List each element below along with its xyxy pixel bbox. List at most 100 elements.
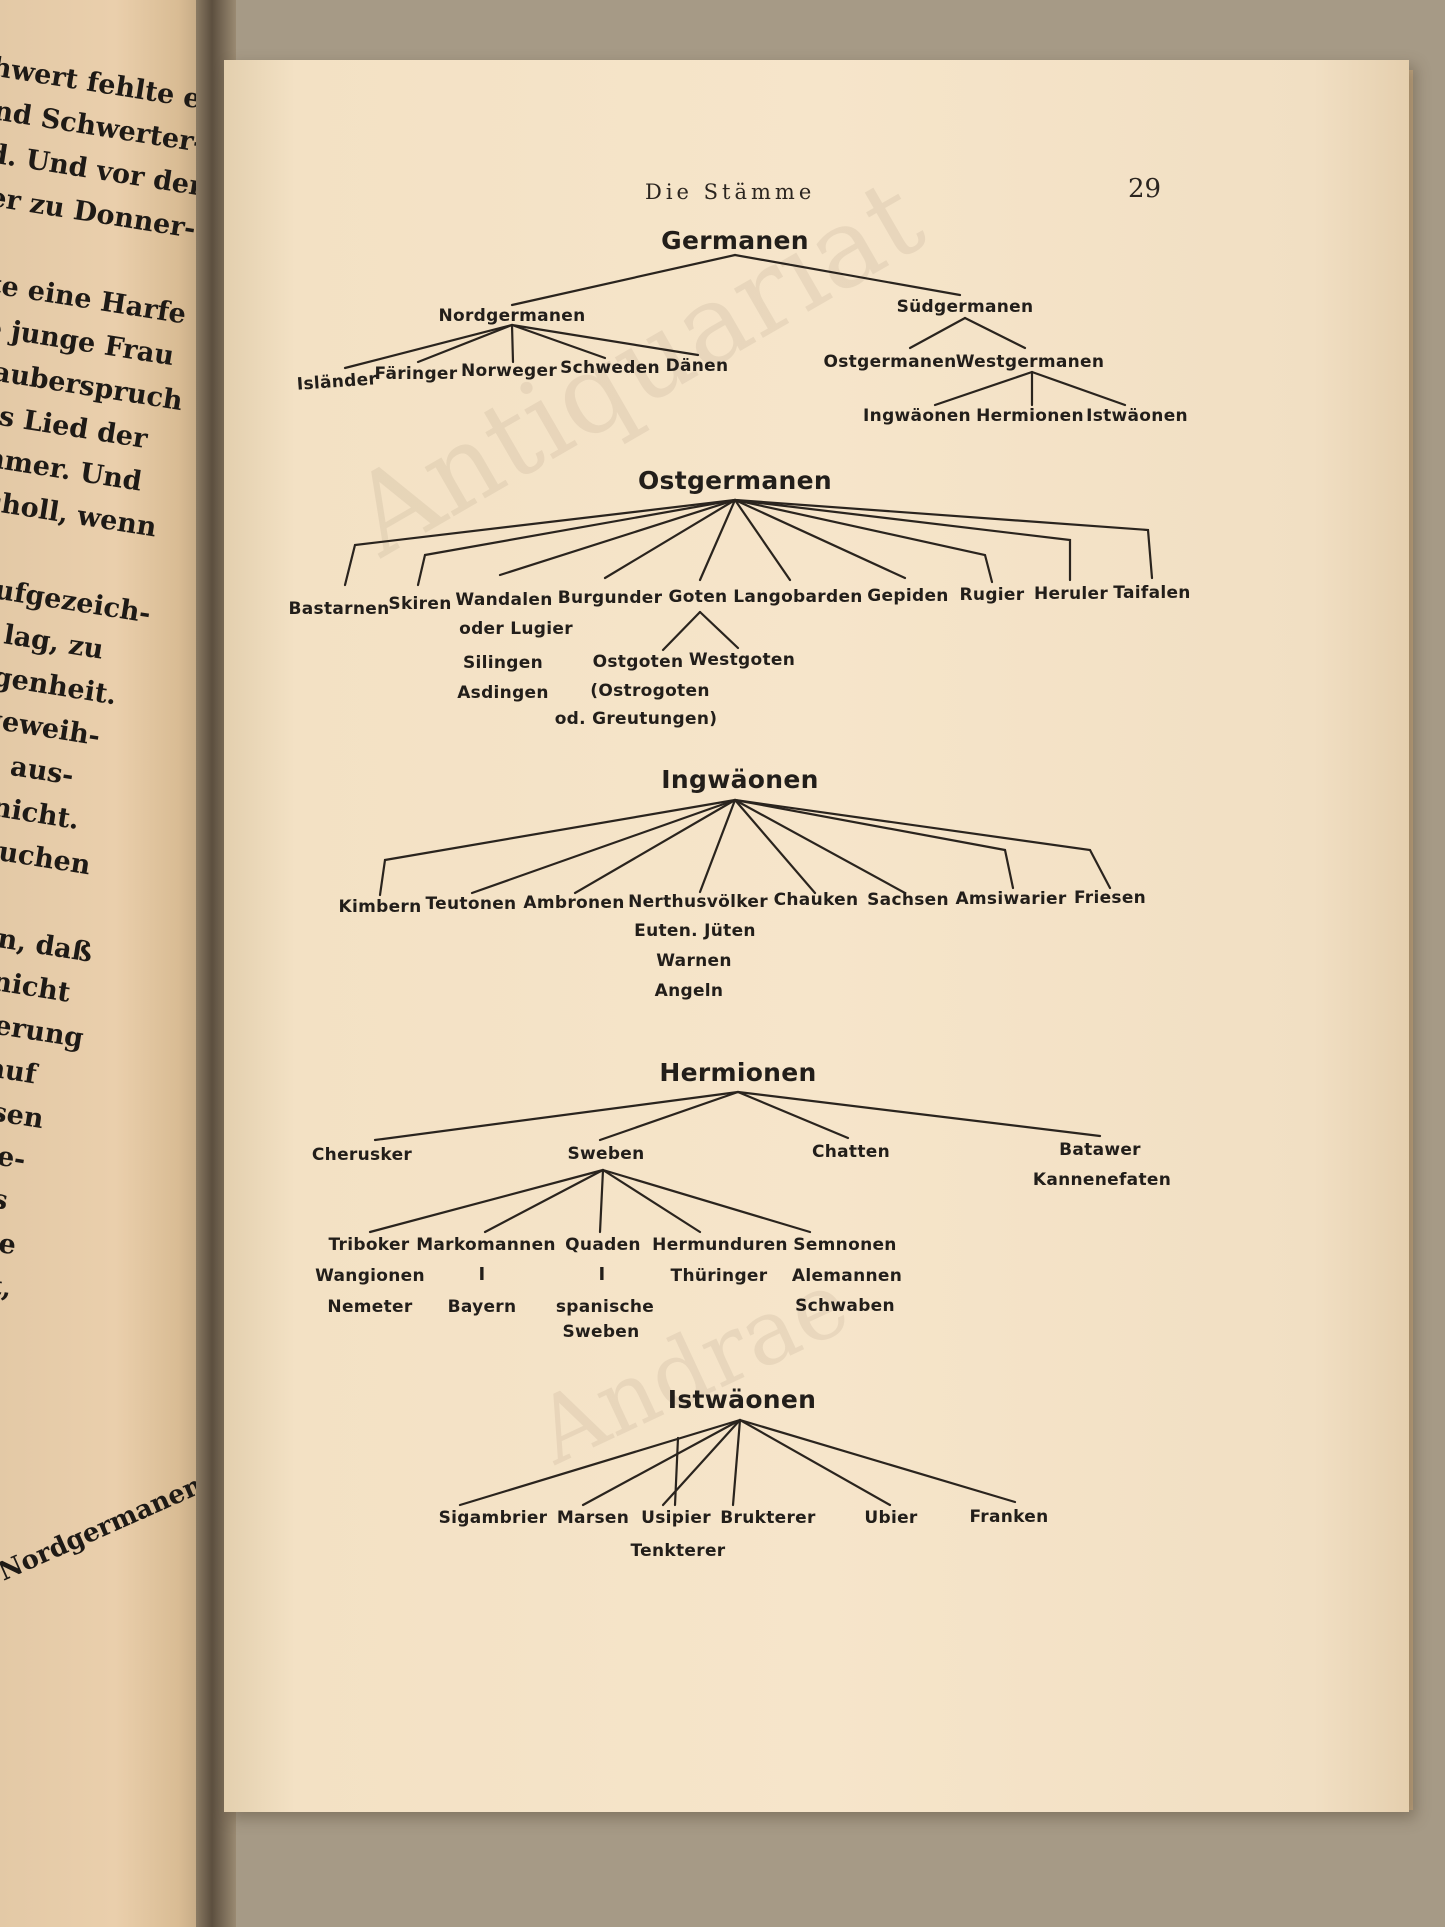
edge-west-ingwaeonen [933, 370, 1034, 407]
edge-herm-cherusker [373, 1090, 740, 1142]
node-taifalen: Taifalen [1113, 583, 1191, 603]
edge-ist-sigambrier [458, 1418, 742, 1507]
edge-ost-heruler [733, 498, 1072, 582]
lineage-mark-quaden: I [598, 1264, 606, 1285]
node-thueringer: Thüringer [670, 1266, 768, 1286]
edge-ing-chauken [733, 798, 817, 895]
left-page: Schwert fehlte esz und Schwerter-Lied. U… [0, 0, 210, 1927]
node-nerthus-sub-3: Angeln [654, 981, 724, 1001]
edge-ist-franken [738, 1418, 1017, 1504]
node-ostgoten: Ostgoten [592, 652, 684, 672]
node-usipier: Usipier [641, 1508, 711, 1528]
node-ostgoten-sub-1: (Ostrogoten [590, 681, 710, 701]
node-kannenefaten: Kannenefaten [1032, 1170, 1172, 1190]
node-bayern: Bayern [447, 1297, 517, 1317]
edge-ost-burgunder [603, 498, 737, 580]
edge-ost-rugier [733, 498, 994, 584]
node-hermionen: Hermionen [659, 1058, 817, 1087]
node-tenkterer: Tenkterer [630, 1541, 726, 1561]
node-norweger: Norweger [460, 361, 558, 381]
edge-herm-sweben [598, 1090, 740, 1142]
node-bastarnen: Bastarnen [288, 599, 390, 619]
node-brukterer: Brukterer [720, 1508, 816, 1528]
edge-germanen-sued [733, 253, 962, 297]
node-hermionen-small: Hermionen [976, 406, 1084, 426]
edge-ost-skiren [416, 498, 737, 587]
node-skiren: Skiren [388, 594, 452, 614]
node-chatten: Chatten [811, 1142, 891, 1162]
edge-ist-brukterer [731, 1418, 742, 1507]
right-page [224, 60, 1409, 1812]
node-batawer: Batawer [1059, 1140, 1141, 1160]
node-langobarden: Langobarden [733, 587, 863, 607]
node-sweben: Sweben [567, 1144, 645, 1164]
node-wandalen-sub-2: Silingen [462, 653, 544, 673]
node-westgoten: Westgoten [688, 650, 796, 670]
node-nerthus-sub-1: Euten. Jüten [634, 921, 756, 941]
edge-ost-taifalen [733, 498, 1154, 580]
edge-germanen-nord [510, 253, 737, 307]
node-friesen: Friesen [1073, 888, 1147, 908]
node-gepiden: Gepiden [867, 586, 949, 606]
edge-ing-ambronen [573, 798, 737, 895]
edge-ist-marsen [581, 1418, 742, 1507]
node-burgunder: Burgunder [557, 588, 663, 608]
edge-ist-ubier [738, 1418, 892, 1507]
node-ambronen: Ambronen [523, 893, 625, 913]
node-ostgermanen: Ostgermanen [637, 466, 833, 495]
node-sigambrier: Sigambrier [438, 1508, 548, 1528]
node-semnonen: Semnonen [793, 1235, 897, 1255]
edge-ost-wandalen [498, 498, 737, 577]
edge-ost-bastarnen [343, 498, 737, 587]
node-sweben-sub: Sweben [562, 1322, 640, 1342]
node-quaden: Quaden [565, 1235, 641, 1255]
node-amsiwarier: Amsiwarier [955, 889, 1067, 909]
node-germanen: Germanen [661, 226, 809, 255]
node-nerthus-sub-2: Warnen [656, 951, 732, 971]
edge-nord-islaender [343, 323, 514, 370]
edge-herm-chatten [736, 1090, 850, 1140]
edge-goten-ostgoten [661, 610, 702, 652]
edge-goten-westgoten [698, 610, 740, 650]
edge-sweben-semnonen [601, 1168, 812, 1234]
running-head: Die Stämme [645, 180, 816, 204]
edge-ing-friesen [733, 798, 1112, 890]
node-rugier: Rugier [959, 585, 1025, 605]
page-number: 29 [1128, 174, 1162, 204]
node-marsen: Marsen [556, 1508, 630, 1528]
node-nerthusvoelker: Nerthusvölker [628, 892, 768, 912]
edge-nord-faeringer [416, 323, 514, 364]
node-istwaeonen-small: Istwäonen [1086, 406, 1188, 426]
edge-sweben-hermunduren [601, 1168, 702, 1234]
node-wandalen: Wandalen [455, 590, 553, 610]
edge-ing-sachsen [733, 798, 907, 895]
node-goten: Goten [668, 587, 728, 607]
node-ingwaeonen-small: Ingwäonen [863, 406, 971, 426]
node-wandalen-sub-3: Asdingen [457, 683, 549, 703]
node-ingwaeonen: Ingwäonen [661, 765, 819, 794]
node-ostgoten-sub-2: od. Greutungen) [554, 709, 718, 729]
node-wangionen: Wangionen [315, 1266, 425, 1286]
node-istwaeonen: Istwäonen [667, 1385, 817, 1414]
edge-nord-schweden [510, 323, 607, 360]
node-cherusker: Cherusker [311, 1145, 413, 1165]
node-westgermanen: Westgermanen [955, 352, 1105, 372]
node-franken: Franken [969, 1507, 1049, 1527]
edge-herm-batawer [736, 1090, 1102, 1138]
node-heruler: Heruler [1033, 584, 1109, 604]
edge-sweben-triboker [368, 1168, 605, 1234]
node-sachsen: Sachsen [867, 890, 949, 910]
edge-nord-daenen [510, 323, 700, 357]
node-nordgermanen: Nordgermanen [438, 306, 586, 326]
node-schwaben: Schwaben [795, 1296, 895, 1316]
lineage-mark-markomannen: I [478, 1264, 486, 1285]
edge-sued-west [963, 316, 1027, 350]
node-kimbern: Kimbern [338, 897, 422, 917]
node-ubier: Ubier [864, 1508, 918, 1528]
edge-ing-kimbern [378, 798, 737, 897]
edge-sweben-quaden [598, 1168, 605, 1234]
edge-nord-norweger [510, 323, 515, 364]
edge-west-istwaeonen [1030, 370, 1127, 407]
